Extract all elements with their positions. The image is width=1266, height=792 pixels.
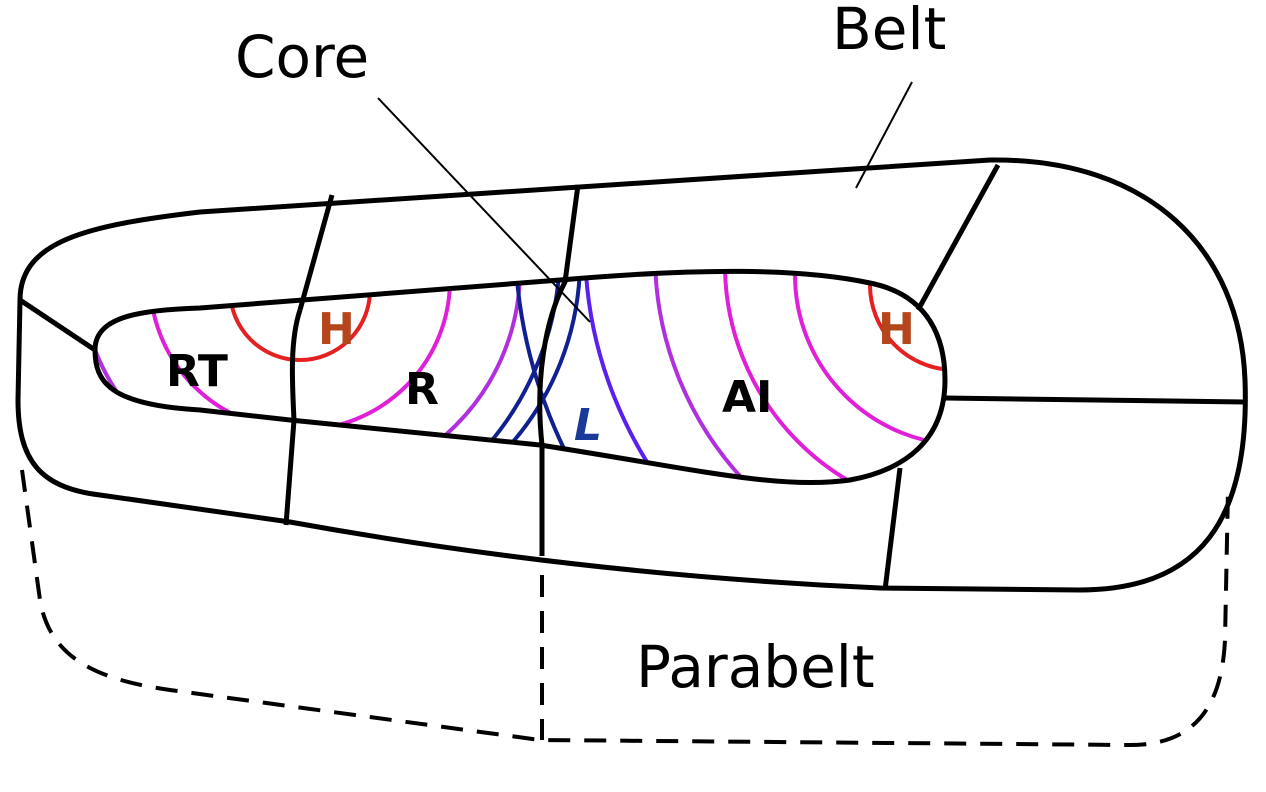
ai-label: AI xyxy=(722,372,773,423)
belt-label: Belt xyxy=(832,0,947,63)
r-label: R xyxy=(405,364,439,415)
belt-divider-right xyxy=(944,395,1246,405)
rt-label: RT xyxy=(166,346,228,397)
belt-divider-bottom-right xyxy=(882,467,903,591)
parabelt-outline xyxy=(20,469,1230,748)
arc-ai-4 xyxy=(653,271,945,483)
high-frequency-label-r: H xyxy=(318,304,355,355)
core-label: Core xyxy=(235,23,370,91)
region-outlines xyxy=(15,157,1248,593)
high-frequency-label-ai: H xyxy=(878,304,915,355)
belt-outline xyxy=(15,157,1248,593)
arc-ai-6 xyxy=(513,271,945,483)
belt-divider-top-right xyxy=(915,163,1001,312)
belt-pointer-line xyxy=(855,81,913,189)
belt-divider-top-left xyxy=(297,194,335,311)
parabelt-label: Parabelt xyxy=(636,633,875,701)
arc-ai-2 xyxy=(793,271,945,447)
rt-r-divider xyxy=(283,309,303,526)
arc-ai-3 xyxy=(723,271,945,483)
belt-divider-left xyxy=(18,297,97,353)
arc-r-3 xyxy=(95,271,522,483)
core-pointer-line xyxy=(377,97,591,323)
arc-ai-5 xyxy=(583,271,945,483)
low-frequency-label: L xyxy=(574,400,603,451)
